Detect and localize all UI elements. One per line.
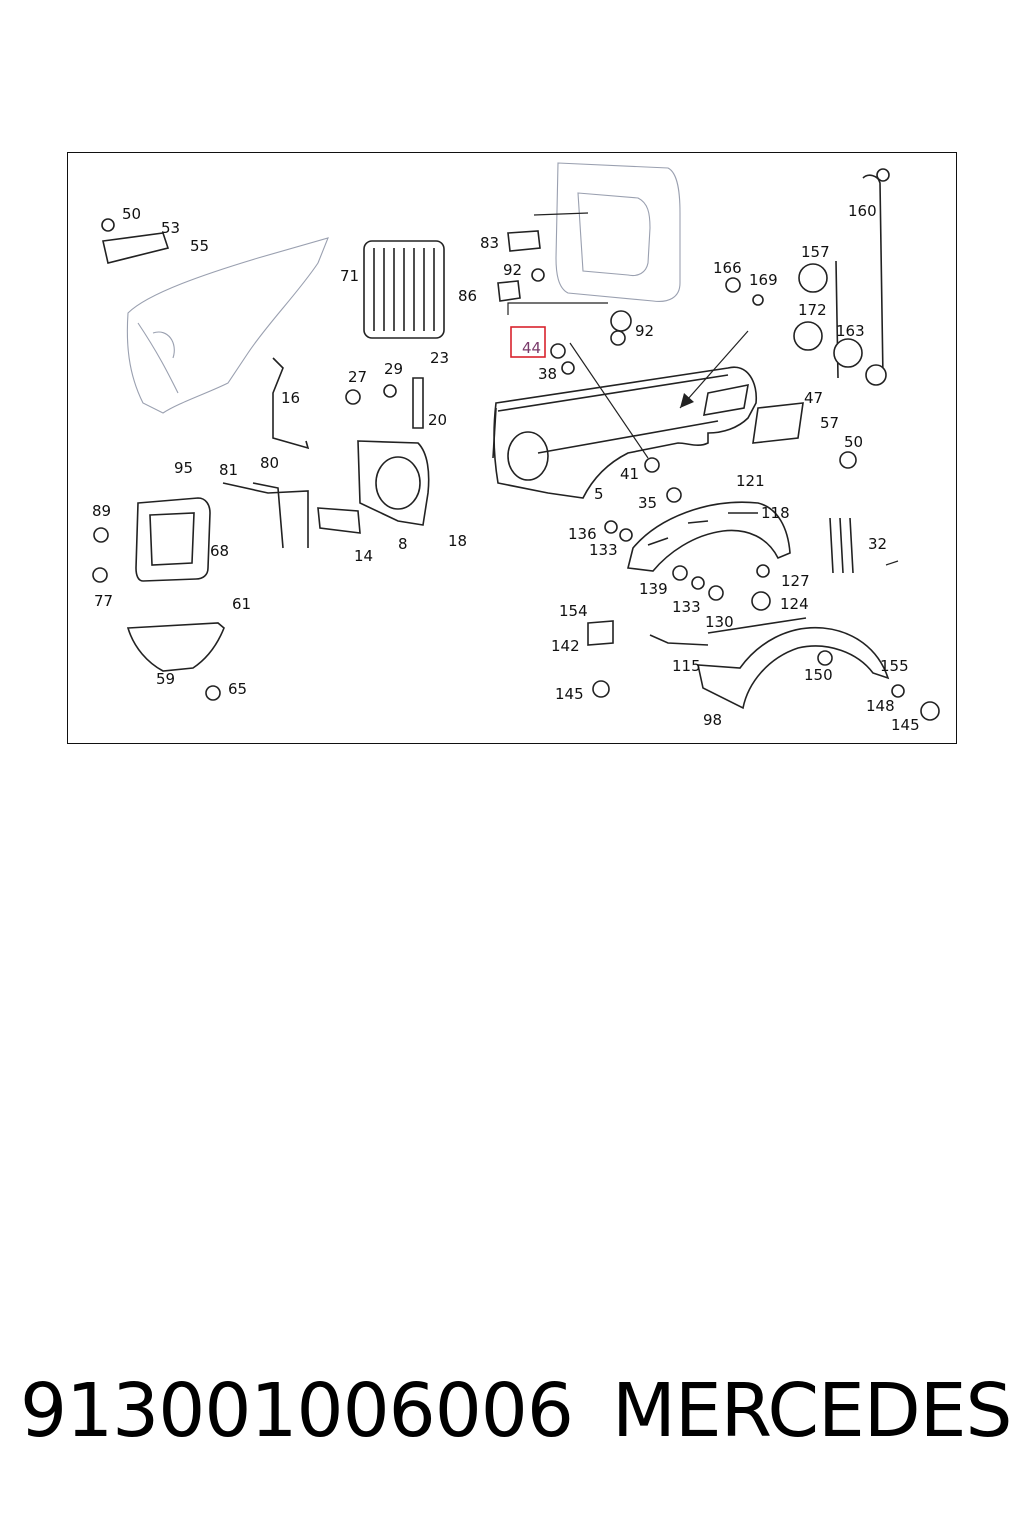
label-92b: 92 xyxy=(635,322,654,340)
label-157: 157 xyxy=(801,243,830,261)
label-118: 118 xyxy=(761,504,790,522)
label-163: 163 xyxy=(836,322,865,340)
label-127: 127 xyxy=(781,572,810,590)
label-121: 121 xyxy=(736,472,765,490)
label-16: 16 xyxy=(281,389,300,407)
label-38: 38 xyxy=(538,365,557,383)
label-68: 68 xyxy=(210,542,229,560)
label-145a: 145 xyxy=(555,685,584,703)
label-98: 98 xyxy=(703,711,722,729)
label-160: 160 xyxy=(848,202,877,220)
ghost-body-outline xyxy=(126,162,681,414)
label-61: 61 xyxy=(232,595,251,613)
label-172: 172 xyxy=(798,301,827,319)
label-169: 169 xyxy=(749,271,778,289)
label-145b: 145 xyxy=(891,716,920,734)
parts-diagram: 50 53 55 71 83 92 86 92 160 157 166 169 … xyxy=(67,152,957,744)
label-139: 139 xyxy=(639,580,668,598)
label-14: 14 xyxy=(354,547,373,565)
label-35: 35 xyxy=(638,494,657,512)
label-59: 59 xyxy=(156,670,175,688)
label-95: 95 xyxy=(174,459,193,477)
label-5: 5 xyxy=(594,485,604,503)
label-136: 136 xyxy=(568,525,597,543)
label-50b: 50 xyxy=(844,433,863,451)
label-92a: 92 xyxy=(503,261,522,279)
leader-lines xyxy=(507,212,899,566)
label-41: 41 xyxy=(620,465,639,483)
label-83: 83 xyxy=(480,234,499,252)
label-80: 80 xyxy=(260,454,279,472)
label-47: 47 xyxy=(804,389,823,407)
diagram-drawing: 50 53 55 71 83 92 86 92 160 157 166 169 … xyxy=(92,162,940,734)
label-32: 32 xyxy=(868,535,887,553)
label-53: 53 xyxy=(161,219,180,237)
label-142: 142 xyxy=(551,637,580,655)
label-20: 20 xyxy=(428,411,447,429)
misc-brackets xyxy=(102,168,890,646)
label-71: 71 xyxy=(340,267,359,285)
part-labels: 50 53 55 71 83 92 86 92 160 157 166 169 … xyxy=(92,202,920,734)
footer: 913001006006 MERCEDES xyxy=(0,1368,1024,1468)
label-27: 27 xyxy=(348,368,367,386)
label-77: 77 xyxy=(94,592,113,610)
label-150: 150 xyxy=(804,666,833,684)
label-81: 81 xyxy=(219,461,238,479)
label-124: 124 xyxy=(780,595,809,613)
brand-name: MERCEDES xyxy=(612,1368,1012,1454)
label-18: 18 xyxy=(448,532,467,550)
part-number: 913001006006 xyxy=(20,1368,574,1454)
label-154: 154 xyxy=(559,602,588,620)
label-89: 89 xyxy=(92,502,111,520)
label-86: 86 xyxy=(458,287,477,305)
label-133a: 133 xyxy=(589,541,618,559)
label-50a: 50 xyxy=(122,205,141,223)
fender-part-5 xyxy=(492,330,757,499)
label-55: 55 xyxy=(190,237,209,255)
label-23: 23 xyxy=(430,349,449,367)
lamp-bucket-part-8 xyxy=(357,440,430,526)
label-115: 115 xyxy=(672,657,701,675)
label-155: 155 xyxy=(880,657,909,675)
label-44-highlighted: 44 xyxy=(522,339,541,357)
grille-part-71 xyxy=(363,240,445,339)
highlight-box xyxy=(510,326,546,358)
label-8: 8 xyxy=(398,535,408,553)
label-65: 65 xyxy=(228,680,247,698)
fender-flare-part-98 xyxy=(696,617,890,710)
label-148: 148 xyxy=(866,697,895,715)
label-166: 166 xyxy=(713,259,742,277)
label-130: 130 xyxy=(705,613,734,631)
label-57: 57 xyxy=(820,414,839,432)
lower-panel-part-59 xyxy=(126,622,225,672)
fasteners xyxy=(92,218,940,721)
headlamp-housing-part-68 xyxy=(135,497,211,582)
label-133b: 133 xyxy=(672,598,701,616)
label-29: 29 xyxy=(384,360,403,378)
wheel-liner-part-118 xyxy=(627,501,791,572)
